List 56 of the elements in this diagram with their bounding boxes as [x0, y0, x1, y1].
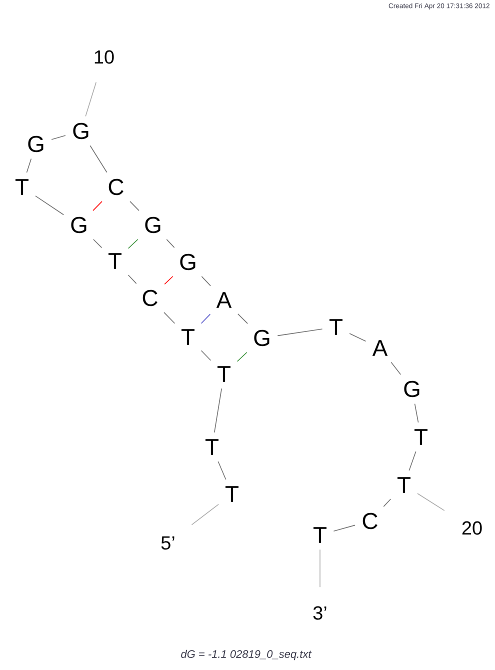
backbone-line	[166, 239, 175, 248]
nucleotide-letter: A	[372, 340, 388, 356]
strand-end-label: 3’	[313, 606, 326, 620]
nucleotide-letter: G	[71, 216, 86, 234]
base-pair-line	[200, 314, 211, 324]
backbone-line	[164, 312, 176, 324]
nucleotide-letter: T	[182, 329, 194, 345]
nucleotide-letter: T	[218, 366, 230, 382]
base-pair-line	[128, 238, 138, 249]
nucleotide-letter: G	[145, 216, 160, 234]
strand-end-label: 5’	[161, 536, 174, 550]
backbone-line	[26, 158, 32, 173]
position-number: 20	[462, 521, 482, 535]
backbone-line	[35, 196, 64, 216]
nucleotide-letter: T	[108, 253, 122, 269]
nucleotide-letter: T	[16, 179, 28, 195]
nucleotide-letter: C	[108, 178, 124, 196]
nucleotide-letter: T	[206, 439, 218, 455]
backbone-line	[51, 135, 66, 140]
backbone-line	[201, 276, 211, 286]
nucleotide-letter: T	[414, 429, 428, 445]
backbone-line	[333, 524, 356, 532]
nucleotide-letter: T	[226, 486, 238, 502]
base-pair-line	[164, 276, 174, 285]
base-pair-line	[236, 352, 248, 362]
backbone-line	[90, 145, 108, 173]
nucleotide-letter: T	[397, 477, 410, 493]
leader-line	[417, 493, 445, 511]
backbone-line	[349, 333, 366, 342]
caption-text: dG = -1.1 02819_0_seq.txt	[181, 650, 312, 660]
backbone-line	[238, 314, 248, 324]
nucleotide-letter: T	[330, 319, 342, 335]
backbone-line	[414, 403, 419, 423]
backbone-line	[390, 362, 402, 375]
backbone-line	[383, 498, 392, 507]
backbone-line	[408, 451, 416, 471]
nucleotide-letter: C	[362, 512, 378, 530]
backbone-line	[200, 350, 212, 361]
nucleotide-letter: G	[254, 330, 270, 346]
position-number: 10	[94, 50, 114, 64]
nucleotide-letter: T	[313, 527, 326, 543]
base-pair-line	[92, 201, 102, 211]
leader-line	[191, 504, 219, 526]
nucleotide-letter: G	[28, 136, 44, 152]
backbone-line	[277, 328, 323, 336]
nucleotide-letter: G	[73, 122, 88, 140]
nucleotide-letter: G	[404, 380, 420, 398]
backbone-line	[218, 461, 226, 480]
nucleotide-letter: C	[142, 290, 158, 306]
backbone-line	[130, 201, 140, 211]
nucleotide-letter: A	[216, 292, 232, 308]
leader-line	[85, 82, 97, 117]
backbone-line	[214, 388, 222, 433]
backbone-line	[128, 274, 137, 284]
nucleotide-letter: G	[180, 254, 196, 270]
backbone-line	[93, 239, 102, 248]
